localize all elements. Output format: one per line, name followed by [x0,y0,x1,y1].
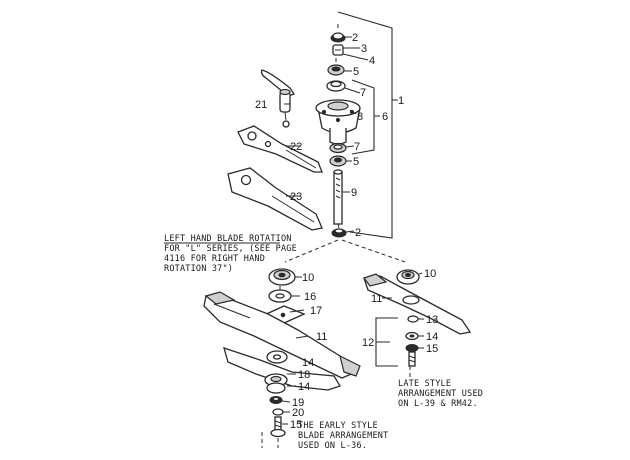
washer-part-14-right [405,331,419,341]
callout-1: 1 [398,95,404,107]
callout-4: 4 [369,55,375,67]
blade-part-11-right [363,273,472,335]
nut-part-5 [327,64,345,76]
callout-14-right: 14 [426,331,438,343]
nut-part-5-lower [329,155,347,167]
lift-bracket-part-21 [260,69,296,128]
note-line: THE EARLY STYLE [298,421,378,431]
callout-20: 20 [292,407,304,419]
callout-12: 12 [362,337,374,349]
bottom-nut-part-2 [331,228,347,238]
washer-part-18 [266,350,288,364]
callout-3: 3 [361,43,367,55]
bearing-part-7 [329,142,347,154]
callout-11-left: 11 [316,331,327,343]
note-line: ROTATION 37") [164,264,233,274]
callout-16: 16 [304,291,316,303]
pin-part-3 [332,44,344,56]
note-line: ARRANGEMENT USED [398,389,483,399]
callout-23: 23 [290,191,302,203]
blade-part-23 [227,167,323,231]
callout-9: 9 [351,187,357,199]
callout-6: 6 [382,111,388,123]
callout-leaders [281,36,424,425]
washer-part-20 [272,408,284,416]
lower-left-blade-assembly [203,268,361,448]
top-nut-part-2 [330,32,346,43]
callout-10-left: 10 [302,272,314,284]
note-bottom-arrangement: THE EARLY STYLE BLADE ARRANGEMENT USED O… [298,421,388,451]
note-line: FOR "L" SERIES, (SEE PAGE [164,244,297,254]
callout-5-lower: 5 [353,156,359,168]
part-13-right [407,315,419,323]
callout-15-right: 15 [426,343,438,355]
callout-14-extra: 14 [302,357,314,369]
callout-14-left: 14 [298,381,310,393]
callout-19: 19 [292,397,304,409]
nut-part-19 [269,396,283,404]
callout-2-bottom: 2 [355,227,361,239]
bearing-upper [326,80,346,92]
callout-7-top: 7 [360,87,366,99]
callout-21: 21 [255,99,267,111]
assembly-brackets-1-6 [337,11,398,239]
blade-lower-part-14 [223,346,341,394]
callout-15-left: 15 [290,419,302,431]
blade-arm-part-22 [237,125,323,173]
note-right-arrangement: LATE STYLE ARRANGEMENT USED ON L-39 & RM… [398,379,483,409]
callout-10-right: 10 [424,268,436,280]
note-line: BLADE ARRANGEMENT [298,431,388,441]
right-blade-assembly [363,269,472,378]
note-line: LATE STYLE [398,379,451,389]
spindle-shaft-part-9 [333,169,343,225]
callout-17: 17 [310,305,322,317]
cup-part-10-right [396,269,420,285]
blade-part-11-left [203,291,361,379]
callout-22: 22 [290,141,302,153]
callout-2-top: 2 [352,32,358,44]
callout-numbers: 2 3 4 5 1 7 6 8 7 5 9 2 21 22 23 10 16 1… [255,32,438,431]
callout-11-right: 11 [371,293,382,305]
note-line: USED ON L-36. [298,441,367,451]
spindle-housing-part-8 [315,99,361,145]
callout-8: 8 [357,111,363,123]
bolt-part-15 [270,416,286,438]
spindle-top-assembly [315,24,361,238]
callout-5-top: 5 [353,66,359,78]
callout-13: 13 [426,314,438,326]
washer-part-16 [268,289,292,303]
note-line: LEFT HAND BLADE ROTATION [164,234,292,244]
note-left-hand-rotation: LEFT HAND BLADE ROTATION FOR "L" SERIES,… [164,234,297,274]
note-line: 4116 FOR RIGHT HAND [164,254,265,264]
note-line: ON L-39 & RM42. [398,399,478,409]
callout-18: 18 [298,369,310,381]
cup-part-10 [268,268,296,286]
bolt-part-15-right [405,344,419,367]
callout-7-lower: 7 [354,141,360,153]
